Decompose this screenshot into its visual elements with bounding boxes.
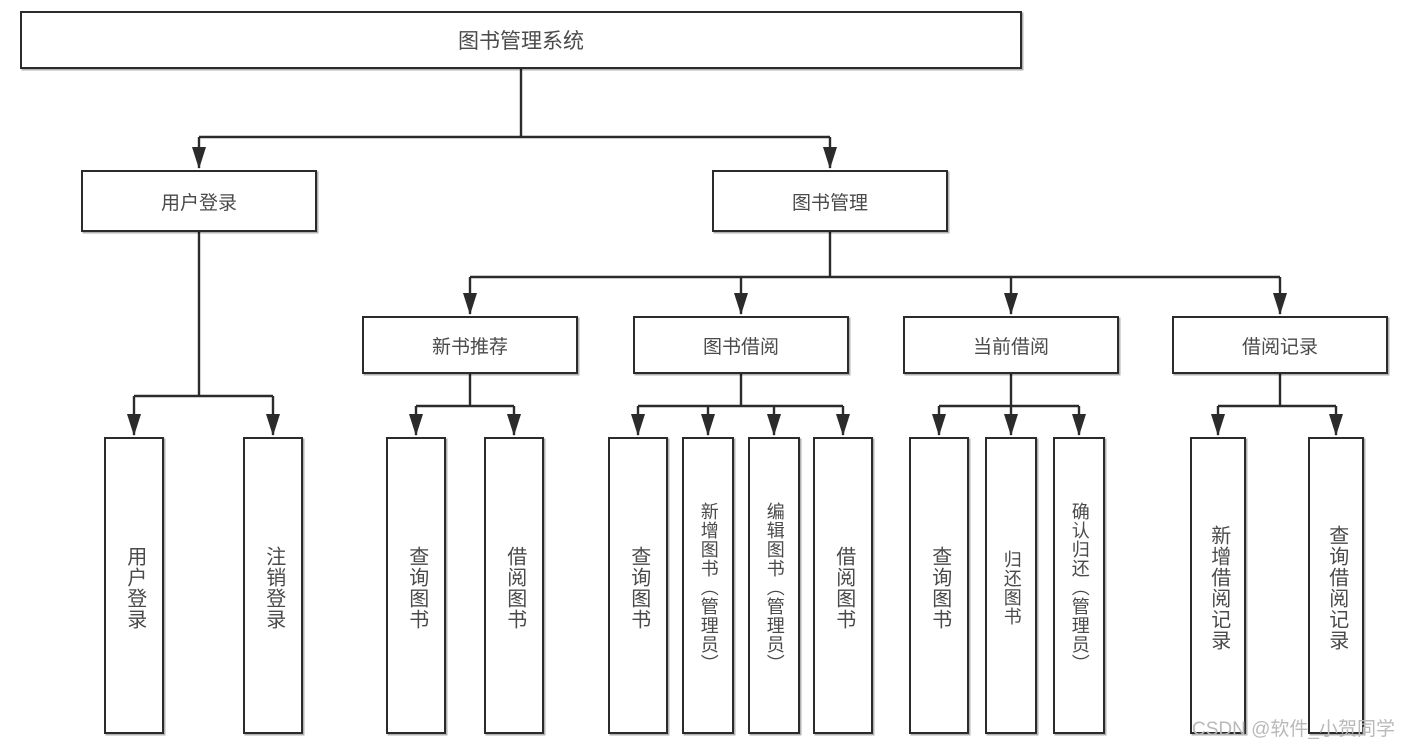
node-label: 借阅图书 — [503, 545, 526, 630]
node-leaf-add-book[interactable]: 新增图书（管理员） — [682, 437, 734, 734]
node-leaf-query-record[interactable]: 查询借阅记录 — [1308, 437, 1364, 734]
node-leaf-query-book-3[interactable]: 查询图书 — [909, 437, 969, 734]
arrowhead-icon — [463, 293, 477, 315]
node-leaf-query-book-2[interactable]: 查询图书 — [608, 437, 668, 734]
node-book-management[interactable]: 图书管理 — [712, 170, 948, 232]
node-label: 查询图书 — [627, 545, 650, 630]
arrowhead-icon — [836, 414, 850, 436]
node-user-login[interactable]: 用户登录 — [81, 170, 317, 232]
node-label: 新增图书（管理员） — [698, 502, 719, 673]
watermark-text: CSDN @软件_小贺同学 — [1192, 719, 1395, 740]
arrowhead-icon — [932, 414, 946, 436]
node-label: 借阅图书 — [832, 545, 855, 630]
node-leaf-add-record[interactable]: 新增借阅记录 — [1190, 437, 1246, 734]
node-leaf-logout[interactable]: 注销登录 — [243, 437, 303, 734]
node-leaf-borrow-book-2[interactable]: 借阅图书 — [813, 437, 873, 734]
node-label: 注销登录 — [262, 545, 285, 630]
arrowhead-icon — [1072, 414, 1086, 436]
arrowhead-icon — [823, 147, 837, 169]
node-label: 确认归还（管理员） — [1069, 502, 1090, 673]
arrowhead-icon — [767, 414, 781, 436]
node-leaf-edit-book[interactable]: 编辑图书（管理员） — [748, 437, 800, 734]
node-label: 图书借阅 — [702, 336, 779, 358]
arrowhead-icon — [1004, 414, 1018, 436]
node-leaf-query-book-1[interactable]: 查询图书 — [386, 437, 446, 734]
node-label: 图书管理系统 — [458, 30, 584, 53]
node-label: 归还图书 — [1001, 549, 1022, 626]
node-book-borrow[interactable]: 图书借阅 — [633, 316, 849, 374]
arrowhead-icon — [1329, 414, 1343, 436]
arrowhead-icon — [507, 414, 521, 436]
arrowhead-icon — [127, 414, 141, 436]
node-leaf-borrow-book-1[interactable]: 借阅图书 — [484, 437, 544, 734]
node-label: 查询图书 — [405, 545, 428, 630]
arrowhead-icon — [192, 147, 206, 169]
node-root[interactable]: 图书管理系统 — [20, 11, 1022, 69]
node-label: 新增借阅记录 — [1207, 524, 1230, 651]
node-label: 新书推荐 — [431, 336, 508, 358]
node-leaf-user-login[interactable]: 用户登录 — [104, 437, 164, 734]
node-label: 借阅记录 — [1241, 336, 1318, 358]
arrowhead-icon — [631, 414, 645, 436]
node-label: 用户登录 — [160, 192, 237, 214]
node-current-borrow[interactable]: 当前借阅 — [903, 316, 1119, 374]
node-new-book-recommend[interactable]: 新书推荐 — [362, 316, 578, 374]
node-label: 编辑图书（管理员） — [764, 502, 785, 673]
arrowhead-icon — [1273, 293, 1287, 315]
node-label: 查询借阅记录 — [1325, 524, 1348, 651]
node-leaf-return-book[interactable]: 归还图书 — [985, 437, 1037, 734]
arrowhead-icon — [1004, 293, 1018, 315]
node-leaf-confirm-return[interactable]: 确认归还（管理员） — [1053, 437, 1105, 734]
node-label: 用户登录 — [123, 545, 146, 630]
node-label: 查询图书 — [928, 545, 951, 630]
arrowhead-icon — [266, 414, 280, 436]
node-label: 当前借阅 — [972, 336, 1049, 358]
node-label: 图书管理 — [791, 192, 868, 214]
arrowhead-icon — [1211, 414, 1225, 436]
arrowhead-icon — [734, 293, 748, 315]
arrowhead-icon — [701, 414, 715, 436]
arrowhead-icon — [409, 414, 423, 436]
node-borrow-record[interactable]: 借阅记录 — [1172, 316, 1388, 374]
